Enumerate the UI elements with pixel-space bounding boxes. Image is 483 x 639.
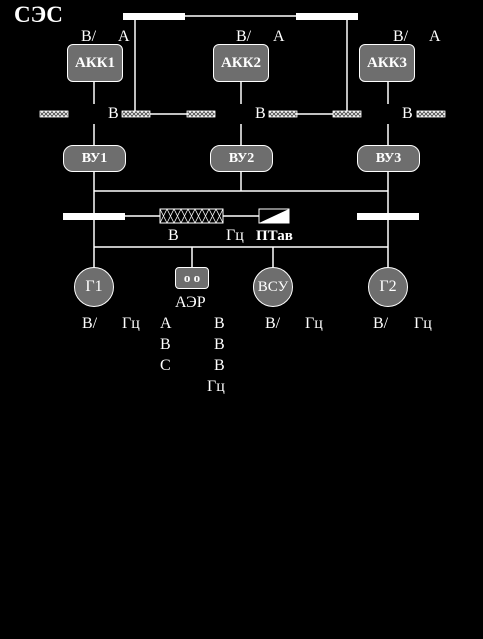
g1-frequency-label: Гц [122,315,140,332]
akk2-current-label: А [273,28,285,45]
vu1-rectifier[interactable]: ВУ1 [63,145,126,172]
apu-generator[interactable]: ВСУ [253,267,293,307]
akk1-battery[interactable]: АКК1 [67,44,123,82]
bus-frequency-label: Гц [226,227,244,244]
aer-voltage-2: В [214,336,225,353]
akk1-b-label: В [108,105,119,122]
generator-g2[interactable]: Г2 [368,267,408,307]
vsu-frequency-label: Гц [305,315,323,332]
ptav-label: ПТав [256,228,293,244]
akk-connections [93,82,389,146]
g2-voltage-label: В/ [373,315,389,332]
aer-voltage-1: В [214,315,225,332]
shunt-akk1-right [121,110,151,118]
shunt-akk2-left [186,110,216,118]
vu2-rectifier[interactable]: ВУ2 [210,145,273,172]
akk2-b-label: В [255,105,266,122]
aer-label: АЭР [175,294,206,311]
aer-voltage-3: В [214,357,225,374]
g1-voltage-label: В/ [82,315,98,332]
aer-phase-b: В [160,336,171,353]
aer-regulator[interactable]: о о [175,267,209,289]
bus-voltage-label: В [168,227,179,244]
akk3-b-label: В [402,105,413,122]
ac-bus [93,246,389,267]
shunt-akk2-right [268,110,298,118]
aer-phase-c: С [160,357,171,374]
dc-bus [63,172,419,247]
g2-frequency-label: Гц [414,315,432,332]
aer-frequency: Гц [207,378,225,395]
aer-phase-a: А [160,315,172,332]
akk1-current-label: А [118,28,130,45]
akk2-voltage-label: В/ [236,28,252,45]
akk1-voltage-label: В/ [81,28,97,45]
shunt-row [39,110,446,118]
shunt-akk3-left [332,110,362,118]
akk3-battery[interactable]: АКК3 [359,44,415,82]
shunt-akk1-left [39,110,69,118]
page-title: СЭС [14,2,63,27]
akk3-voltage-label: В/ [393,28,409,45]
akk3-current-label: А [429,28,441,45]
top-bus [123,13,358,115]
vsu-voltage-label: В/ [265,315,281,332]
generator-g1[interactable]: Г1 [74,267,114,307]
akk2-battery[interactable]: АКК2 [213,44,269,82]
vu3-rectifier[interactable]: ВУ3 [357,145,420,172]
shunt-akk3-right [416,110,446,118]
